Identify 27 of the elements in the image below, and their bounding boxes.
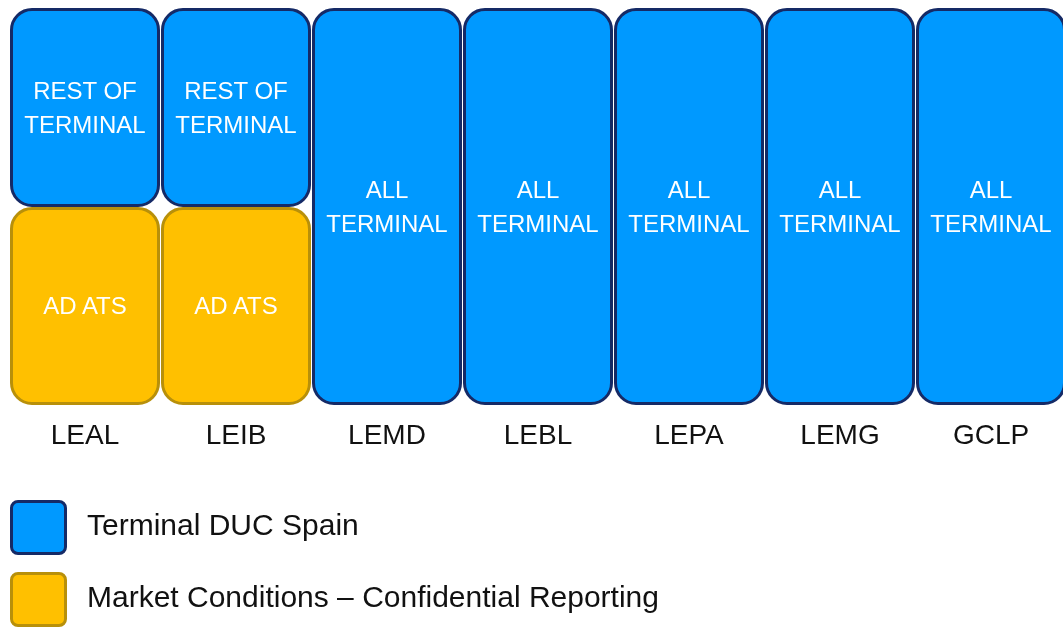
box-label: ALL TERMINAL <box>778 174 902 239</box>
airport-code: LEMG <box>799 419 881 451</box>
region-box <box>161 207 311 405</box>
airport-code: LEMD <box>347 419 427 451</box>
region-box <box>161 8 311 207</box>
region-box <box>10 207 160 405</box>
box-label: REST OF TERMINAL <box>23 75 147 140</box>
legend-label: Terminal DUC Spain <box>87 508 359 542</box>
box-label: ALL TERMINAL <box>325 174 449 239</box>
box-label: ALL TERMINAL <box>929 174 1053 239</box>
box-label: REST OF TERMINAL <box>174 75 298 140</box>
region-box <box>916 8 1063 405</box>
region-box <box>463 8 613 405</box>
legend-label: Market Conditions – Confidential Reporting <box>87 580 659 614</box>
box-label: AD ATS <box>43 291 127 321</box>
box-label: ALL TERMINAL <box>476 174 600 239</box>
region-box <box>312 8 462 405</box>
region-box <box>10 8 160 207</box>
airport-code: LEBL <box>502 419 574 451</box>
region-box <box>765 8 915 405</box>
airport-code: LEAL <box>49 419 121 451</box>
region-box <box>614 8 764 405</box>
airport-code: LEPA <box>653 419 725 451</box>
box-label: ALL TERMINAL <box>627 174 751 239</box>
box-label: AD ATS <box>194 291 278 321</box>
airport-code: GCLP <box>951 419 1031 451</box>
airport-code: LEIB <box>204 419 268 451</box>
